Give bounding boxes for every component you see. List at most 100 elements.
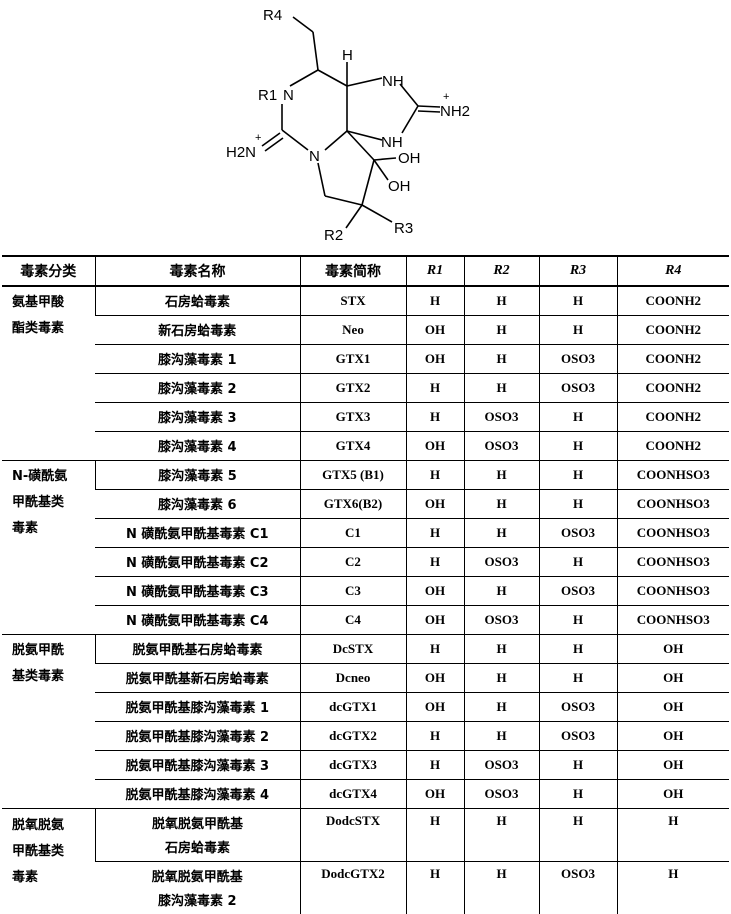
toxin-r3-cell: H [538,285,617,315]
toxin-r1-cell: OH [405,430,464,460]
toxin-r1-cell: H [405,633,464,663]
toxin-name-cell: 脱氨甲酰基新石房蛤毒素 [95,662,300,692]
plus-right-label: + [443,91,449,103]
toxin-r1-cell: OH [405,662,464,692]
category-line: 基类毒素 [12,668,65,684]
toxin-r2-cell: H [463,633,539,663]
toxin-r4-cell: COONHSO3 [616,575,729,605]
category-line: 甲酰基类 [12,494,65,510]
toxin-r2-cell: H [463,372,539,402]
toxin-r4-cell: COONHSO3 [616,546,729,576]
toxin-r2-cell: H [463,860,539,914]
toxin-abbr-cell: GTX1 [299,343,406,373]
toxin-abbr-cell: GTX3 [299,401,406,431]
toxin-r1-cell: H [405,517,464,547]
toxin-r2-cell: OSO3 [463,401,539,431]
toxin-abbr-cell: DodcGTX2 [299,860,406,914]
toxin-r4-cell: COONHSO3 [616,488,729,518]
toxin-name-line: 膝沟藻毒素 2 [157,893,237,909]
toxin-r3-cell: OSO3 [538,575,617,605]
structure-drawing: R4 R1 N H NH NH NH2 + H2N + N OH OH R2 R… [226,7,470,244]
toxin-r3-cell: H [538,633,617,663]
toxin-r3-cell: OSO3 [538,343,617,373]
toxin-r3-cell: OSO3 [538,517,617,547]
toxin-name-line: 脱氧脱氨甲酰基 [151,816,243,832]
r4-label: R4 [263,7,282,24]
toxin-r3-cell: H [538,488,617,518]
toxin-r1-cell: H [405,459,464,489]
toxin-r4-cell: COONH2 [616,401,729,431]
toxin-abbr-cell: dcGTX2 [299,720,406,750]
toxin-r4-cell: H [616,860,729,914]
toxin-r1-cell: OH [405,314,464,344]
toxin-r2-cell: OSO3 [463,546,539,576]
toxin-r3-cell: H [538,778,617,808]
category-line: 脱氨甲酰 [12,642,65,658]
toxin-r2-cell: H [463,662,539,692]
toxin-name-cell: 脱氨甲酰基膝沟藻毒素 2 [95,720,300,750]
toxin-r4-cell: OH [616,691,729,721]
toxin-r2-cell: H [463,459,539,489]
toxin-abbr-cell: dcGTX4 [299,778,406,808]
n-ring-label: N [309,148,320,165]
h2n-left-label: H2N [226,144,256,161]
toxin-name-cell: 新石房蛤毒素 [95,314,300,344]
toxin-r4-cell: H [616,807,729,861]
toxin-r1-cell: H [405,546,464,576]
toxin-name-cell: 膝沟藻毒素 5 [94,459,300,489]
toxin-abbr-cell: GTX4 [299,430,406,460]
toxin-r1-cell: OH [405,778,464,808]
category-cell: 脱氨甲酰基类毒素 [2,633,95,808]
category-line: 毒素 [12,520,39,536]
toxin-r4-cell: OH [616,662,729,692]
toxin-abbr-cell: C1 [299,517,406,547]
toxin-name-cell: 脱氨甲酰基膝沟藻毒素 3 [95,749,300,779]
toxin-r3-cell: H [538,546,617,576]
nh2-right-label: NH2 [440,103,470,120]
toxin-r1-cell: H [405,749,464,779]
toxin-r1-cell: OH [405,343,464,373]
toxin-r2-cell: H [463,720,539,750]
toxin-r4-cell: COONHSO3 [616,517,729,547]
toxin-name-cell: N 磺酰氨甲酰基毒素 C3 [95,575,300,605]
toxin-r2-cell: H [463,343,539,373]
toxin-r3-cell: H [538,459,617,489]
toxin-abbr-cell: Neo [299,314,406,344]
toxin-r3-cell: H [538,807,617,861]
category-cell: N-磺酰氨甲酰基类毒素 [2,459,95,634]
structure-bonds [261,16,441,229]
toxin-abbr-cell: DcSTX [299,633,406,663]
toxin-r1-cell: OH [405,691,464,721]
category-line: 氨基甲酸 [12,295,65,310]
n-left-label: N [283,87,294,104]
toxin-r2-cell: H [463,488,539,518]
toxin-r2-cell: OSO3 [463,778,539,808]
toxin-abbr-cell: GTX6(B2) [299,488,406,518]
toxin-r4-cell: COONH2 [616,285,729,315]
toxin-name-cell: N 磺酰氨甲酰基毒素 C2 [95,546,300,576]
toxin-r3-cell: OSO3 [538,691,617,721]
header-category: 毒素分类 [2,255,95,287]
toxin-abbr-cell: C4 [299,604,406,634]
toxin-r3-cell: H [538,662,617,692]
toxin-r2-cell: H [463,691,539,721]
toxin-abbr-cell: dcGTX1 [299,691,406,721]
toxin-r3-cell: OSO3 [538,720,617,750]
r1-label: R1 [258,87,277,104]
toxin-r4-cell: COONH2 [616,430,729,460]
header-r2: R2 [463,255,539,287]
category-line: 毒素 [12,869,39,885]
